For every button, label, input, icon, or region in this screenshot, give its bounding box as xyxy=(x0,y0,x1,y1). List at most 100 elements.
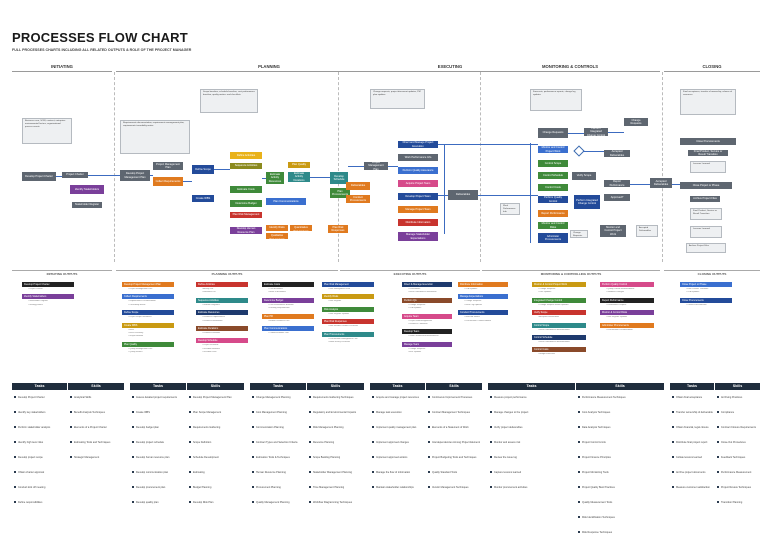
bullet-icon xyxy=(372,471,374,474)
perform-qa-box: Perform Quality Assurance xyxy=(398,167,438,174)
output-item: • Project Management Plan xyxy=(128,288,153,290)
output-item: • Funding Requirements xyxy=(268,307,290,310)
task-item: Archive project documents xyxy=(672,471,713,474)
task-item: Contract Types and Selection Criteria xyxy=(252,441,305,444)
skill-text: Time Management Planning xyxy=(313,486,345,489)
bullet-icon xyxy=(490,486,492,489)
bullet-icon xyxy=(132,471,134,474)
phase-planning-header: PLANNING xyxy=(116,63,422,72)
skill-item: Regulatory and Environmental Impacts xyxy=(309,411,362,414)
output-group-bar: Develop Team xyxy=(402,329,452,335)
output-group-bar: Conduct Procurements xyxy=(458,310,508,316)
skill-text: Stakeholder Management Planning xyxy=(313,471,353,474)
task-text: Develop human resource plan xyxy=(136,456,170,459)
updates-note: Change Requests xyxy=(570,230,588,238)
skill-text: Elements of a Statement of Work xyxy=(432,426,469,429)
estimate-durations-box: Estimate Activity Durations xyxy=(288,172,310,182)
bullet-icon xyxy=(672,456,674,459)
bullet-icon xyxy=(309,396,311,399)
output-item: • Stakeholder Register xyxy=(28,300,48,303)
task-item: Procurement Planning xyxy=(252,486,305,489)
bullet-icon xyxy=(717,486,719,489)
skill-text: Vendor Management Techniques xyxy=(432,486,469,489)
skill-item: Transition Planning xyxy=(717,501,758,504)
phase-initiating-header: INITIATING xyxy=(12,63,112,72)
skill-text: Project Control Limits xyxy=(582,441,606,444)
skills-header: Skills xyxy=(576,383,664,390)
bullet-icon xyxy=(578,531,580,534)
skill-item: Project Quality Best Practices xyxy=(578,486,662,489)
task-text: Define responsibilities xyxy=(18,501,43,504)
task-text: Measure project performance xyxy=(494,396,527,399)
bullet-icon xyxy=(132,456,134,459)
bullet-icon xyxy=(717,411,719,414)
final-product-box: Final Product, Service or Result Transit… xyxy=(688,150,728,156)
bullet-icon xyxy=(70,456,72,459)
bullet-icon xyxy=(132,396,134,399)
connector xyxy=(608,132,624,133)
bullet-icon xyxy=(428,456,430,459)
integrated-change-box: Perform Integrated Change Control xyxy=(584,128,608,136)
skill-item: Project Review Techniques xyxy=(717,486,758,489)
output-item: • Cost Performance Baseline xyxy=(268,303,294,306)
output-group-bar: Control Scope xyxy=(532,322,586,328)
skill-item: Time Management Planning xyxy=(309,486,362,489)
planning-outputs-header: PLANNING OUTPUTS xyxy=(116,270,338,277)
bullet-icon xyxy=(490,396,492,399)
output-item: • Change Requests xyxy=(538,288,556,290)
bullet-icon xyxy=(717,441,719,444)
tasks-header: Tasks xyxy=(488,383,575,390)
bullet-icon xyxy=(189,411,191,414)
output-group-bar: Acquire Team xyxy=(402,313,452,319)
monitor-risks-box: Monitor and Control Risks xyxy=(538,222,568,229)
skill-item: Analytical Skills xyxy=(70,396,122,399)
manage-expectations-box: Manage Stakeholder Expectations xyxy=(398,232,438,241)
bullet-icon xyxy=(189,396,191,399)
bullet-icon xyxy=(717,501,719,504)
pm-plan-output-box: Project Management Plan xyxy=(153,162,183,170)
task-text: Measure customer satisfaction xyxy=(676,486,710,489)
task-text: Collate lessons learned xyxy=(676,456,702,459)
estimate-costs-box: Estimate Costs xyxy=(230,186,262,193)
task-text: Capture lessons learned xyxy=(494,471,522,474)
develop-charter-box: Develop Project Charter xyxy=(22,172,56,181)
tasks-header: Tasks xyxy=(250,383,306,390)
skill-text: Performance Measurement xyxy=(721,471,752,474)
bullet-icon xyxy=(372,486,374,489)
skill-text: Contract Closure Requirements xyxy=(721,426,757,429)
skill-item: Close-Out Procedures xyxy=(717,441,758,444)
phase-executing-header: EXECUTING xyxy=(340,63,560,72)
connector xyxy=(444,144,445,234)
task-text: Review the issue log xyxy=(494,456,517,459)
bullet-icon xyxy=(309,471,311,474)
skill-item: Project Monitoring Tools xyxy=(578,471,662,474)
verify-scope-box: Verify Scope xyxy=(572,172,596,180)
task-text: Create WBS xyxy=(136,411,150,414)
output-item: • Resource Requirements xyxy=(202,316,225,319)
accepted-deliverables-box: Accepted Deliverables xyxy=(604,150,630,157)
skill-item: Cost Analysis Techniques xyxy=(578,411,662,414)
connector xyxy=(150,175,153,176)
monitor-control-box: Monitor and Control Project Work xyxy=(538,146,568,153)
bullet-icon xyxy=(309,456,311,459)
task-item: Change Management Planning xyxy=(252,396,305,399)
skill-text: Project Quality Best Practices xyxy=(582,486,615,489)
task-item: Define responsibilities xyxy=(14,501,66,504)
direct-manage-box: Direct and Manage Project Execution xyxy=(398,141,438,148)
skill-text: Performance Measurement Techniques xyxy=(582,396,626,399)
initiating-outputs-header: INITIATING OUTPUTS xyxy=(12,270,112,277)
bullet-icon xyxy=(252,501,254,504)
output-group-bar: Control Costs xyxy=(532,347,586,353)
task-text: Procurement Planning xyxy=(256,486,281,489)
output-item: • Quality Control Measurements xyxy=(606,288,635,290)
bullet-icon xyxy=(309,441,311,444)
bullet-icon xyxy=(14,426,16,429)
bullet-icon xyxy=(578,441,580,444)
bullet-icon xyxy=(372,456,374,459)
output-group-bar: Develop Project Charter xyxy=(22,282,74,287)
page-title: PROCESSES FLOW CHART xyxy=(12,30,188,45)
executing-note: Change requests, project document update… xyxy=(370,89,425,109)
output-item: • Validated Changes xyxy=(606,291,625,294)
skill-item: Estimating Tools and Techniques xyxy=(70,441,122,444)
connector xyxy=(438,195,448,196)
